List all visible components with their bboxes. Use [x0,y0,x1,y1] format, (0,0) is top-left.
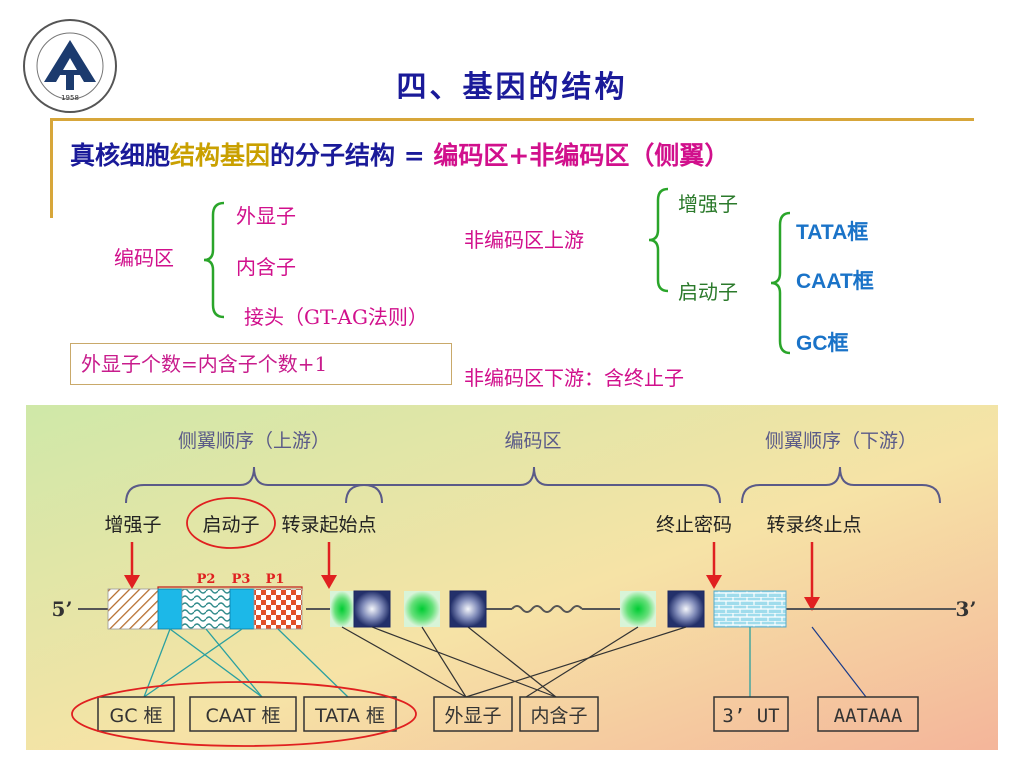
exon-block-2 [404,591,440,627]
aataaa-label-frame [817,696,919,732]
intron-block-3 [667,590,705,628]
utr-label-frame [713,696,789,732]
exon-label-frame [433,696,513,732]
caat-box-label: CAAT 框 [206,705,281,727]
promoter-highlight-ellipse [186,497,276,549]
diagram-header-downstream: 侧翼顺序（下游） [765,430,917,452]
promoter-element-caat: CAAT框 [796,270,874,293]
brace-downstream [741,466,941,504]
intron-label: 内含子 [530,705,587,727]
title-rule [50,118,974,121]
brace-upstream [125,466,383,504]
enhancer-label: 增强子 [678,192,738,216]
upstream-label-a: 非编码区 [464,228,544,252]
coding-region-label: 编码区 [114,246,174,270]
promoter-label: 启动子 [678,280,738,304]
gc-box-block-2 [229,588,255,630]
gc-box-label-frame [97,696,175,732]
label-3-prime: 3’ [956,597,977,621]
aataaa-label: AATAAA [834,705,903,727]
coding-item-junction: 接头（GT-AG法则） [244,305,428,329]
gc-box-label: GC 框 [109,705,162,727]
caat-box-block [181,588,231,630]
intron-block-1 [353,590,391,628]
tata-box-label: TATA 框 [314,705,385,727]
college-seal-logo: 1958 [23,19,117,113]
label-5-prime: 5’ [52,597,73,621]
headline-part-2: 结构基因 [170,141,271,170]
label-transcription-end: 转录终止点 [766,514,861,536]
downstream-label-a: 非编码区 [464,366,544,390]
brace-coding [345,466,721,504]
tata-box-block [253,588,303,630]
promoter-brace [770,211,791,355]
gene-structure-diagram: 侧翼顺序（上游） 编码区 侧翼顺序（下游） 增强子 启动子 转录起始点 终止密码… [26,405,998,750]
caat-box-label-frame [189,696,297,732]
intron-block-2 [449,590,487,628]
exon-block-1 [330,591,354,627]
label-p2: P2 [197,572,216,587]
promoter-element-gc: GC框 [796,332,849,355]
diagram-header-upstream: 侧翼顺序（上游） [178,430,330,452]
svg-text:1958: 1958 [61,94,79,102]
exon-block-3 [620,591,656,627]
diagram-header-coding: 编码区 [504,430,561,452]
downstream-label-b: 下游：含终止子 [544,366,684,390]
headline-part-1: 真核细胞 [70,141,171,170]
upstream-brace [648,187,669,293]
side-rule [50,118,53,218]
upstream-label-b: 上游 [544,228,584,252]
label-promoter: 启动子 [202,514,259,536]
headline: 真核细胞结构基因的分子结构 = 编码区+非编码区（侧翼） [70,136,729,172]
coding-brace [203,201,225,319]
dna-squiggle [511,605,583,613]
headline-part-4: 编码区 [433,141,509,170]
label-stop-codon: 终止密码 [656,514,732,536]
connector-lines-dark [341,626,867,698]
downstream-label: 非编码区下游：含终止子 [464,362,684,391]
label-p1: P1 [266,572,285,587]
gc-box-block [157,588,183,630]
label-transcription-start: 转录起始点 [281,514,376,536]
headline-part-3: 的分子结构 = [270,141,434,170]
coding-item-intron: 内含子 [236,255,296,279]
red-arrows [124,542,820,611]
utr-block [713,590,787,628]
promoter-element-tata: TATA框 [796,221,869,244]
enhancer-block [107,588,159,630]
label-p3: P3 [232,572,251,587]
coding-item-exon: 外显子 [236,204,296,228]
utr-label: 3’ UT [722,705,779,727]
exon-label: 外显子 [444,705,501,727]
headline-part-5: +非编码区（侧翼） [508,141,730,170]
slide-title: 四、基因的结构 [396,70,628,105]
upstream-label: 非编码区上游 [464,224,584,253]
exon-intron-rule-box: 外显子个数=内含子个数+1 [70,343,452,385]
label-enhancer: 增强子 [104,514,161,536]
tata-box-label-frame [303,696,397,732]
promoter-elements-highlight-ellipse [71,681,417,747]
intron-label-frame [519,696,599,732]
